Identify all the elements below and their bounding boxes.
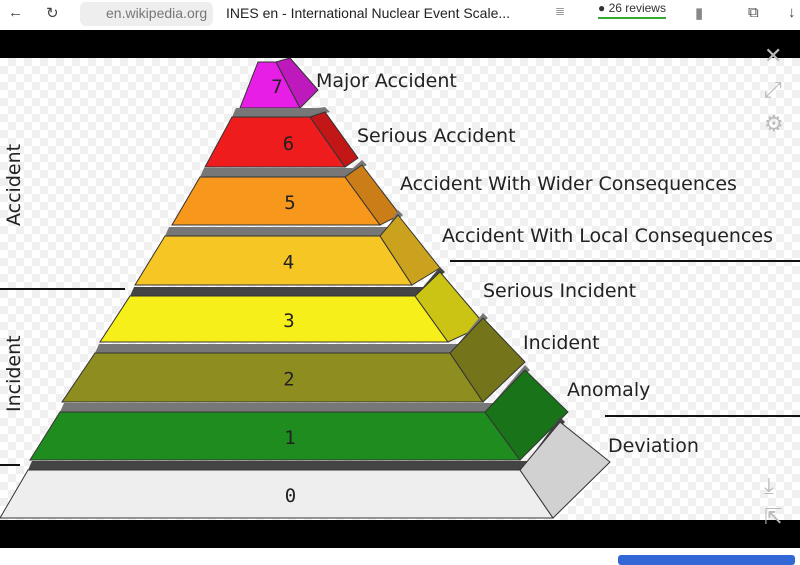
tier-2-side	[449, 317, 526, 403]
tier-number: 1	[284, 427, 295, 449]
download-image-icon[interactable]: ⤓	[764, 474, 774, 499]
tier-0-side	[519, 421, 611, 519]
extensions-icon[interactable]: ⧉	[748, 4, 759, 21]
browser-toolbar: ← ↻ en.wikipedia.org INES en - Internati…	[0, 0, 800, 30]
tier-5-front	[171, 176, 381, 226]
close-icon[interactable]: ✕	[764, 44, 783, 69]
action-button[interactable]	[618, 555, 795, 565]
tier-number: 4	[283, 252, 294, 274]
reviews-button[interactable]: ● 26 reviews	[598, 1, 666, 19]
tier-label: Incident	[523, 332, 600, 354]
tier-1-front	[29, 411, 521, 461]
tier-label: Major Accident	[316, 70, 457, 92]
tier-label: Accident With Local Consequences	[442, 225, 773, 247]
tier-6-side	[309, 111, 359, 168]
share-icon[interactable]: ⇱	[764, 505, 783, 530]
tier-3-front	[99, 295, 449, 343]
group-label-accident: Accident	[3, 144, 25, 226]
tier-7-side	[275, 57, 319, 109]
tier-number: 0	[285, 485, 296, 507]
tier-label: Serious Incident	[483, 280, 636, 302]
url-bar[interactable]: en.wikipedia.org	[80, 2, 214, 26]
settings-gear-icon[interactable]: ⚙	[764, 112, 784, 137]
back-icon[interactable]: ←	[8, 4, 23, 21]
tier-separator	[200, 160, 367, 177]
tier-separator	[130, 267, 445, 296]
tier-separator	[165, 210, 403, 236]
tier-0-front	[0, 469, 554, 519]
bookmark-icon[interactable]: ▮	[695, 5, 704, 22]
tier-label: Deviation	[608, 435, 699, 457]
page-title: INES en - International Nuclear Event Sc…	[226, 5, 511, 21]
viewer-bottom-bar	[0, 520, 800, 548]
tier-1-side	[484, 369, 569, 461]
expand-icon[interactable]: ⤢	[764, 78, 782, 103]
tier-number: 6	[283, 133, 294, 155]
viewer-top-bar	[0, 30, 800, 58]
tier-separator	[232, 107, 330, 117]
reload-icon[interactable]: ↻	[46, 5, 59, 22]
tier-4-front	[134, 235, 413, 286]
tier-number: 3	[283, 310, 294, 332]
tier-label: Anomaly	[567, 379, 650, 401]
tier-separator	[95, 313, 488, 353]
reviews-count: 26 reviews	[608, 1, 666, 15]
tier-label: Serious Accident	[357, 125, 516, 147]
group-label-incident: Incident	[3, 335, 25, 412]
tier-number: 5	[284, 192, 295, 214]
tier-2-front	[61, 352, 484, 403]
tier-separator	[28, 417, 565, 470]
download-icon[interactable]: ↓	[788, 4, 796, 21]
reader-mode-icon[interactable]: ≣	[555, 4, 566, 18]
tier-separator	[60, 365, 530, 412]
tier-label: Accident With Wider Consequences	[400, 173, 737, 195]
tier-number: 7	[271, 76, 282, 98]
tier-number: 2	[283, 369, 294, 391]
